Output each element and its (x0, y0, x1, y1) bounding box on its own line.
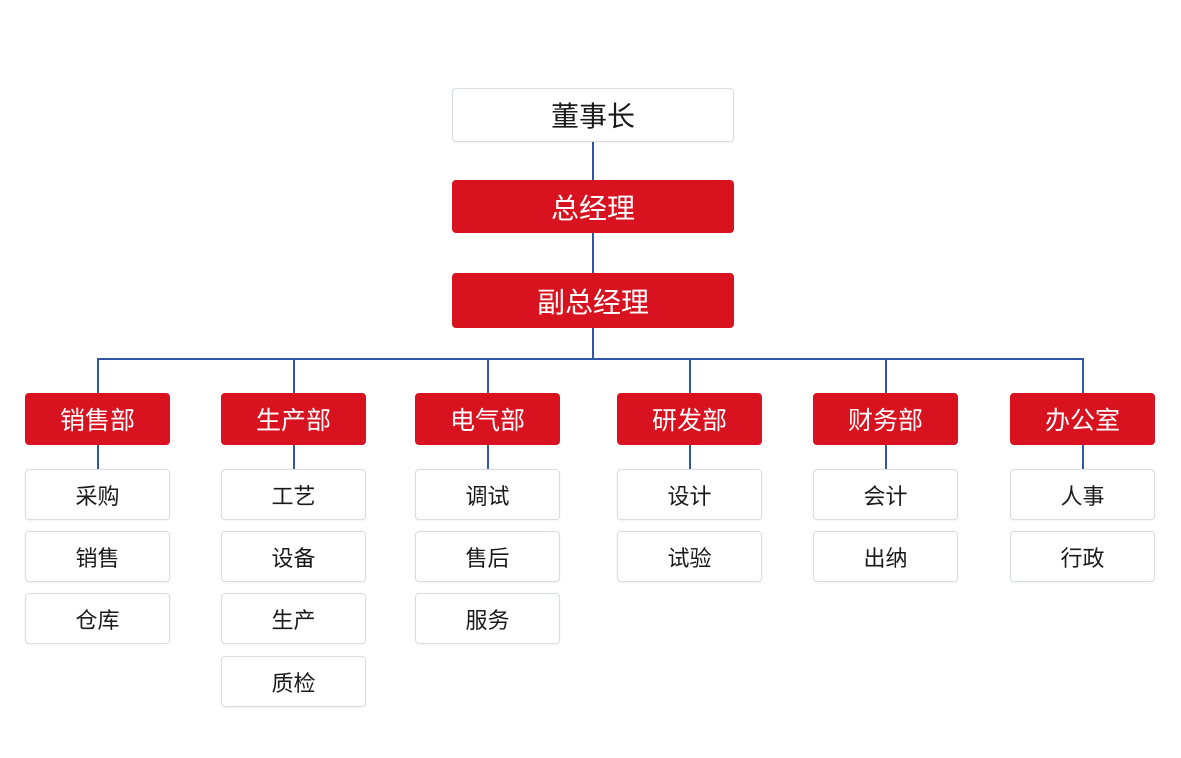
deputy-general-manager-box: 副总经理 (452, 273, 734, 328)
sub-unit-box: 仓库 (25, 593, 170, 644)
sub-unit-box: 调试 (415, 469, 560, 520)
chairman-label: 董事长 (550, 100, 635, 133)
connector-dept-sub (884, 445, 887, 469)
sub-unit-label: 采购 (75, 484, 120, 510)
connector-bus-dept (486, 359, 489, 393)
department-label: 研发部 (651, 406, 727, 435)
department-label: 电气部 (449, 406, 525, 435)
department-label: 财务部 (847, 406, 923, 435)
connector-dept-sub (688, 445, 691, 469)
sub-unit-box: 人事 (1010, 469, 1155, 520)
connector-chairman-gm (592, 142, 594, 180)
sub-unit-box: 会计 (813, 469, 958, 520)
department-box: 生产部 (221, 393, 366, 445)
department-box: 电气部 (415, 393, 560, 445)
department-box: 销售部 (25, 393, 170, 445)
sub-unit-label: 出纳 (863, 546, 908, 572)
sub-unit-box: 设计 (617, 469, 762, 520)
connector-bus-dept (292, 359, 295, 393)
sub-unit-label: 试验 (667, 546, 712, 572)
department-label: 办公室 (1044, 406, 1120, 435)
sub-unit-box: 行政 (1010, 531, 1155, 582)
department-box: 办公室 (1010, 393, 1155, 445)
sub-unit-label: 调试 (465, 484, 510, 510)
connector-dept-sub (292, 445, 295, 469)
general-manager-box: 总经理 (452, 180, 734, 233)
connector-dept-sub (486, 445, 489, 469)
sub-unit-box: 销售 (25, 531, 170, 582)
sub-unit-box: 试验 (617, 531, 762, 582)
connector-deputy-bus (592, 328, 594, 359)
sub-unit-box: 采购 (25, 469, 170, 520)
general-manager-label: 总经理 (550, 191, 635, 225)
connector-gm-deputy (592, 233, 594, 273)
sub-unit-box: 质检 (221, 656, 366, 707)
connector-bus-dept (96, 359, 99, 393)
department-box: 财务部 (813, 393, 958, 445)
sub-unit-box: 设备 (221, 531, 366, 582)
sub-unit-box: 工艺 (221, 469, 366, 520)
connector-horizontal-bus (97, 358, 1084, 360)
sub-unit-label: 设计 (667, 484, 712, 510)
sub-unit-label: 生产 (271, 608, 316, 634)
sub-unit-label: 质检 (271, 671, 316, 697)
sub-unit-label: 工艺 (271, 484, 316, 510)
connector-bus-dept (884, 359, 887, 393)
sub-unit-box: 出纳 (813, 531, 958, 582)
connector-bus-dept (688, 359, 691, 393)
sub-unit-label: 服务 (465, 608, 510, 634)
department-box: 研发部 (617, 393, 762, 445)
connector-bus-dept (1081, 359, 1084, 393)
sub-unit-box: 生产 (221, 593, 366, 644)
sub-unit-box: 服务 (415, 593, 560, 644)
department-label: 销售部 (59, 406, 135, 435)
sub-unit-label: 会计 (863, 484, 908, 510)
sub-unit-box: 售后 (415, 531, 560, 582)
sub-unit-label: 行政 (1060, 546, 1105, 572)
sub-unit-label: 销售 (75, 546, 120, 572)
chairman-box: 董事长 (452, 88, 734, 142)
sub-unit-label: 仓库 (75, 608, 120, 634)
department-label: 生产部 (255, 406, 331, 435)
sub-unit-label: 人事 (1060, 484, 1105, 510)
sub-unit-label: 售后 (465, 546, 510, 572)
connector-dept-sub (96, 445, 99, 469)
connector-dept-sub (1081, 445, 1084, 469)
deputy-general-manager-label: 副总经理 (536, 285, 649, 319)
sub-unit-label: 设备 (271, 546, 316, 572)
